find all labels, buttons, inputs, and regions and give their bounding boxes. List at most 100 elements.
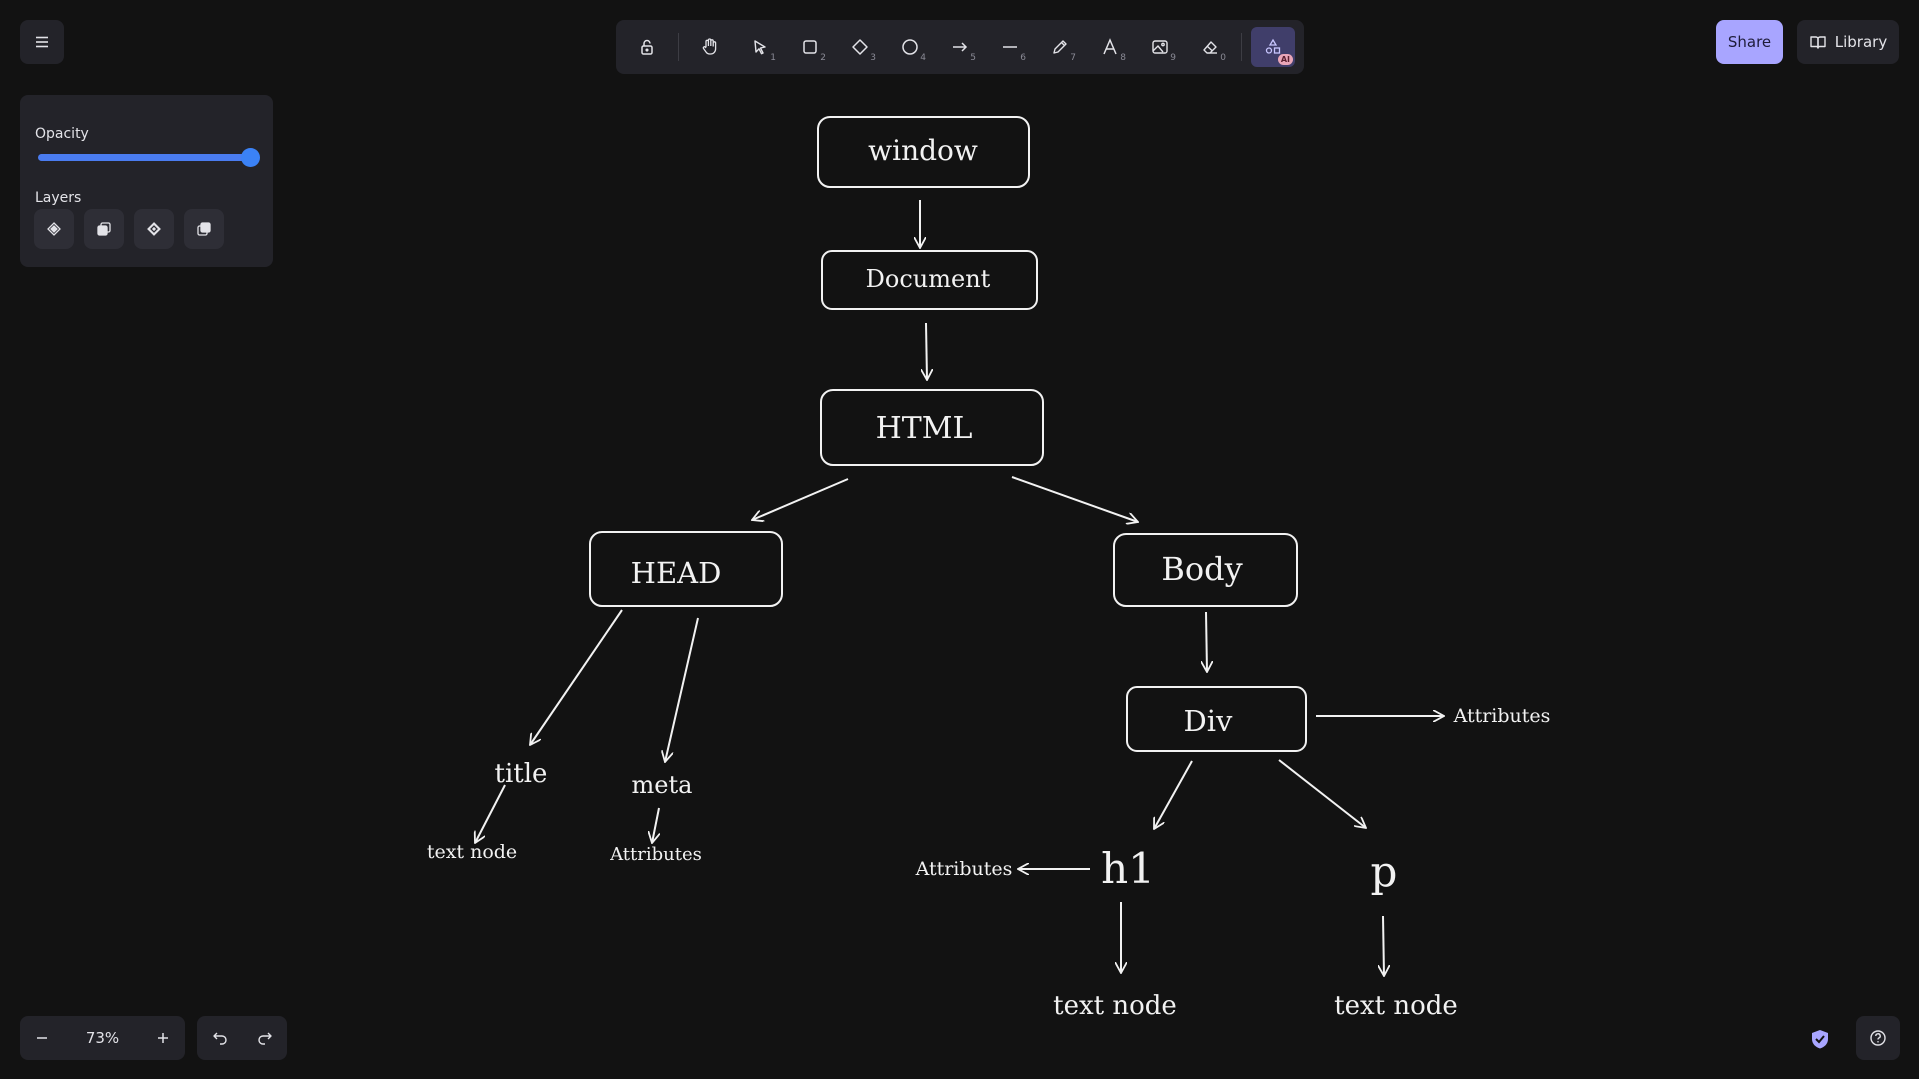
pencil-icon: [1053, 40, 1067, 54]
tool-key-hint: 3: [870, 53, 876, 63]
toolbar: 1 2 3 4 5 6 7 8 9 0 AI: [616, 20, 1304, 74]
h1-text-node-label: text node: [1053, 991, 1177, 1021]
eraser-icon: [1203, 41, 1217, 54]
tool-key-hint: 7: [1070, 53, 1076, 63]
window-node-label: window: [868, 134, 978, 167]
arrow-head-meta[interactable]: [665, 617, 699, 762]
body-node-label: Body: [1161, 550, 1242, 588]
hamburger-icon: [36, 36, 48, 48]
layers-label: Layers: [35, 190, 82, 206]
tool-arrow[interactable]: 5: [938, 27, 982, 67]
tool-key-hint: 6: [1020, 53, 1026, 63]
rectangle-icon: [803, 40, 817, 54]
ai-badge: AI: [1277, 54, 1293, 65]
h1-node-label: h1: [1101, 844, 1155, 893]
tool-key-hint: 2: [820, 53, 826, 63]
tool-image[interactable]: 9: [1138, 27, 1182, 67]
div-attributes-label: Attributes: [1453, 705, 1551, 727]
arrow-head-title[interactable]: [530, 609, 623, 745]
zoom-in-button[interactable]: [141, 1016, 185, 1060]
body-node-box[interactable]: [1113, 533, 1298, 607]
bring-to-front-icon: [197, 222, 211, 236]
book-icon: [1810, 36, 1826, 49]
send-to-back-button[interactable]: [34, 209, 74, 249]
opacity-label: Opacity: [35, 126, 89, 142]
html-node-label: HTML: [876, 411, 973, 446]
line-icon: [1003, 46, 1017, 48]
properties-panel: Opacity Layers: [20, 95, 273, 267]
diamond-icon: [852, 39, 868, 55]
tool-key-hint: 5: [970, 53, 976, 63]
arrow-title-textnode[interactable]: [475, 784, 506, 843]
plus-icon: [158, 1033, 168, 1043]
arrow-div-h1[interactable]: [1154, 760, 1193, 829]
tool-hand[interactable]: [688, 27, 732, 67]
head-node-box[interactable]: [589, 531, 783, 607]
tool-key-hint: 1: [770, 53, 776, 63]
ellipse-icon: [902, 39, 918, 55]
div-node-label: Div: [1184, 704, 1234, 738]
tool-key-hint: 4: [920, 53, 926, 63]
send-to-back-icon: [47, 222, 61, 236]
tool-text[interactable]: 8: [1088, 27, 1132, 67]
zoom-controls: 73%: [20, 1016, 185, 1060]
opacity-slider-thumb[interactable]: [241, 148, 260, 167]
main-menu-button[interactable]: [20, 20, 64, 64]
library-label: Library: [1834, 33, 1888, 51]
toolbar-divider: [678, 33, 679, 61]
selection-icon: [754, 40, 766, 55]
tool-diamond[interactable]: 3: [838, 27, 882, 67]
history-controls: [197, 1016, 287, 1060]
help-icon: [1870, 1030, 1886, 1046]
zoom-level-reset[interactable]: 73%: [85, 1029, 120, 1047]
bring-to-front-button[interactable]: [184, 209, 224, 249]
undo-button[interactable]: [197, 1016, 242, 1060]
tool-key-hint: 0: [1220, 53, 1226, 63]
arrow-document-html[interactable]: [926, 322, 927, 380]
tool-line[interactable]: 6: [988, 27, 1032, 67]
bring-forward-icon: [147, 222, 161, 236]
div-node-box[interactable]: [1126, 686, 1307, 752]
library-button[interactable]: Library: [1797, 20, 1899, 64]
meta-attributes-label: Attributes: [609, 844, 702, 865]
help-button[interactable]: [1856, 1016, 1900, 1060]
tool-rectangle[interactable]: 2: [788, 27, 832, 67]
title-text-node-label: text node: [427, 841, 517, 863]
share-button[interactable]: Share: [1716, 20, 1783, 64]
arrow-icon: [953, 42, 968, 52]
arrow-p-textnode[interactable]: [1383, 915, 1384, 976]
document-node-box[interactable]: [821, 250, 1038, 310]
title-node-label: title: [495, 759, 548, 789]
window-node-box[interactable]: [817, 116, 1030, 188]
tool-lock[interactable]: [625, 27, 669, 67]
send-backward-icon: [97, 222, 111, 236]
tool-ai-shapes[interactable]: AI: [1251, 27, 1295, 67]
minus-icon: [37, 1037, 47, 1039]
image-icon: [1152, 40, 1168, 54]
opacity-slider-track[interactable]: [38, 154, 248, 161]
bring-forward-button[interactable]: [134, 209, 174, 249]
html-node-box[interactable]: [820, 389, 1044, 466]
arrow-html-body[interactable]: [1011, 476, 1138, 522]
encryption-status-button[interactable]: [1798, 1018, 1842, 1060]
tool-pencil[interactable]: 7: [1038, 27, 1082, 67]
tool-eraser[interactable]: 0: [1188, 27, 1232, 67]
tool-key-hint: 9: [1170, 53, 1176, 63]
redo-button[interactable]: [242, 1016, 287, 1060]
arrow-meta-attributes[interactable]: [652, 807, 659, 843]
magic-shapes-icon: [1265, 38, 1281, 54]
redo-icon: [257, 1032, 272, 1045]
meta-node-label: meta: [632, 771, 693, 799]
tool-ellipse[interactable]: 4: [888, 27, 932, 67]
zoom-out-button[interactable]: [20, 1016, 64, 1060]
p-node-label: p: [1371, 847, 1398, 896]
arrow-html-head[interactable]: [752, 478, 849, 520]
arrow-body-div[interactable]: [1206, 611, 1207, 672]
toolbar-divider: [1241, 33, 1242, 61]
send-backward-button[interactable]: [84, 209, 124, 249]
tool-selection[interactable]: 1: [738, 27, 782, 67]
h1-attributes-label: Attributes: [915, 858, 1013, 880]
document-node-label: Document: [866, 265, 991, 293]
arrow-div-p[interactable]: [1278, 759, 1366, 828]
